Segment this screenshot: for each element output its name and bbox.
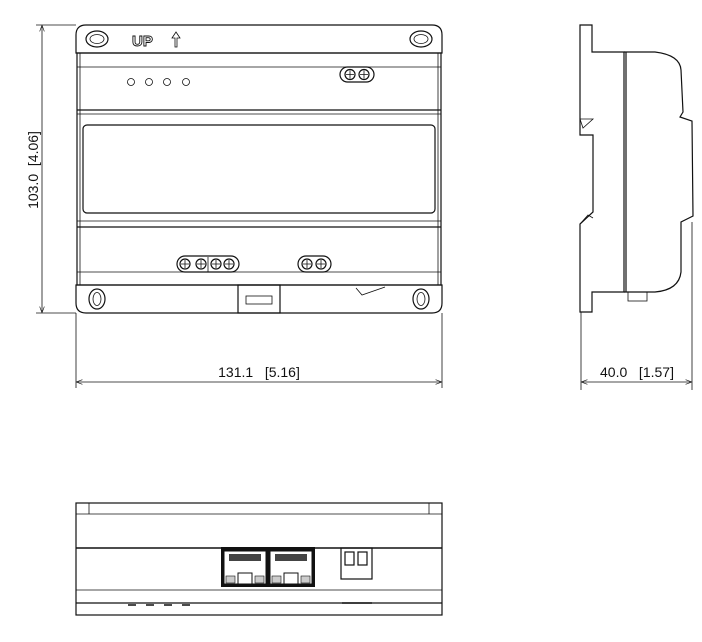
- height-dimension: 103.0 [4.06]: [25, 131, 41, 209]
- mount-hole-icon: [412, 288, 430, 310]
- terminal-block-bottom-2: [297, 255, 332, 273]
- bottom-flange: [75, 284, 443, 314]
- rj45-port-2: [269, 550, 313, 585]
- power-terminal: [340, 547, 373, 580]
- din-clip-tab: [237, 284, 281, 314]
- front-view: UP 103.0 [4.06] 131.1 [5.16]: [25, 24, 443, 388]
- width-dimension: 131.1 [5.16]: [218, 364, 300, 380]
- display-window: [82, 124, 436, 214]
- side-view: 40.0 [1.57]: [579, 24, 694, 390]
- terminal-block-top: [339, 66, 375, 83]
- mount-hole-icon: [409, 30, 433, 48]
- depth-dimension: 40.0 [1.57]: [600, 364, 674, 380]
- mount-hole-icon: [88, 288, 106, 310]
- terminal-block-bottom-4: [176, 255, 240, 273]
- top-flange: [75, 24, 443, 54]
- bottom-view: [75, 502, 443, 616]
- rj45-port-1: [223, 550, 267, 585]
- up-arrow-icon: [171, 31, 181, 48]
- mount-hole-icon: [85, 30, 109, 48]
- status-leds: [127, 78, 190, 86]
- up-label: UP: [132, 33, 153, 50]
- body: [76, 52, 442, 286]
